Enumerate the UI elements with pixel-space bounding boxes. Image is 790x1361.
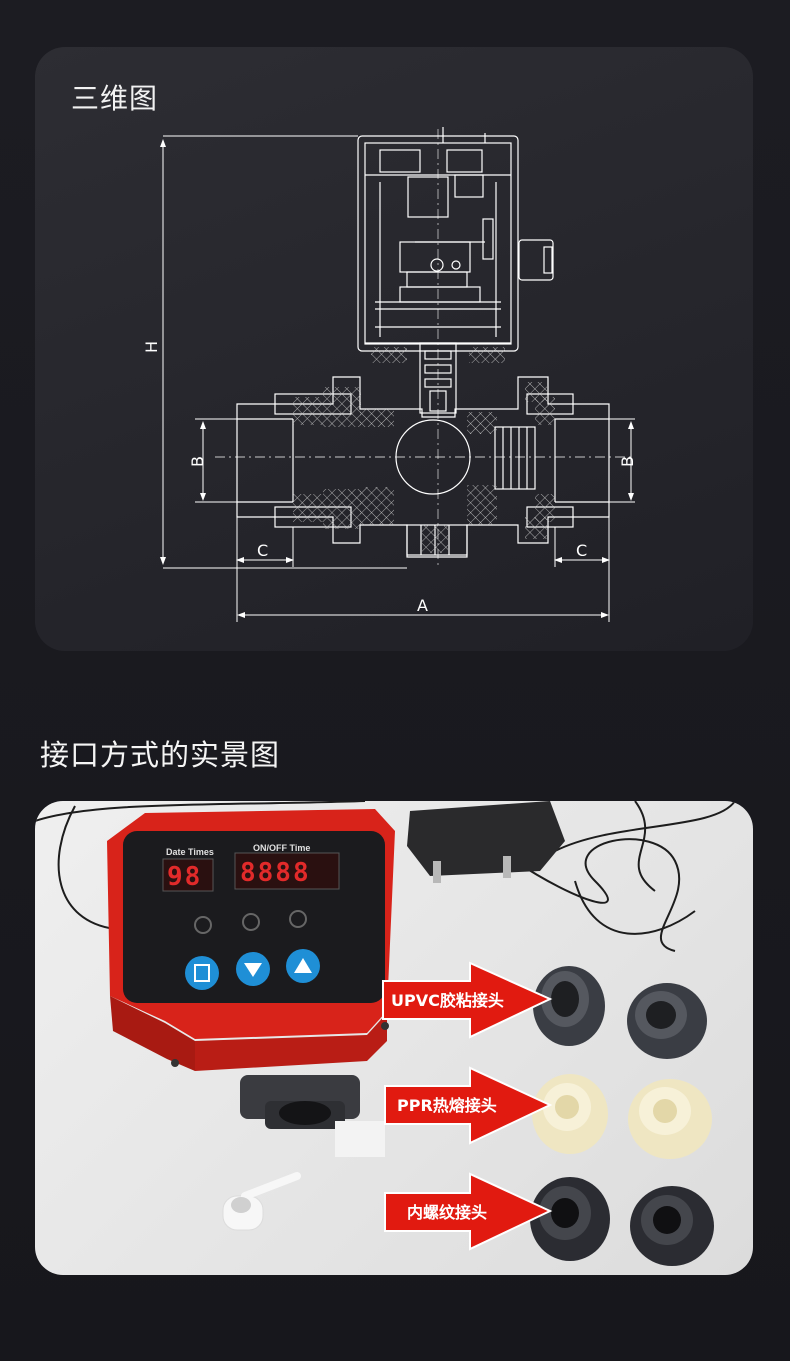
photo-section-title: 接口方式的实景图 xyxy=(40,738,281,772)
label-thread: 内螺纹接头 xyxy=(407,1203,487,1222)
indicator-light-1 xyxy=(194,916,212,934)
dim-label-c-right: C xyxy=(576,541,587,560)
product-photo-card: Date Times 98 ON/OFF Time 8888 xyxy=(35,801,753,1275)
dim-label-b-right: B xyxy=(618,456,637,467)
upvc-connector-1 xyxy=(533,966,605,1046)
date-times-label: Date Times xyxy=(166,847,214,857)
dim-label-b-left: B xyxy=(188,456,207,467)
drawing-card-title: 三维图 xyxy=(71,82,159,115)
dim-label-a: A xyxy=(417,596,428,615)
upvc-connector-2 xyxy=(627,983,707,1059)
date-lcd-value: 98 xyxy=(167,862,202,892)
down-button[interactable] xyxy=(236,952,270,986)
thread-connector-1 xyxy=(530,1177,610,1261)
mode-button[interactable] xyxy=(185,956,219,990)
label-upvc: UPVC胶粘接头 xyxy=(391,991,504,1010)
section-hatching xyxy=(293,347,555,553)
arrow-ppr: PPR热熔接头 xyxy=(384,1066,553,1145)
triangle-up-icon xyxy=(294,958,312,973)
ppr-connector-1 xyxy=(532,1074,608,1154)
onoff-time-label: ON/OFF Time xyxy=(253,843,310,853)
arrow-upvc: UPVC胶粘接头 xyxy=(382,961,553,1039)
valve-section-drawing: H B B C C A xyxy=(142,127,637,622)
indicator-light-3 xyxy=(289,910,307,928)
white-clip xyxy=(222,1172,301,1231)
indicator-light-2 xyxy=(242,913,260,931)
power-cables xyxy=(35,801,736,952)
dimension-lines xyxy=(160,135,635,622)
onoff-lcd xyxy=(234,852,340,890)
actuator-housing xyxy=(357,127,554,352)
ppr-connector-2 xyxy=(628,1079,712,1159)
triangle-down-icon xyxy=(244,963,262,977)
mode-icon xyxy=(194,964,210,982)
product-photo: Date Times 98 ON/OFF Time 8888 xyxy=(35,801,736,1266)
date-lcd xyxy=(162,858,214,892)
valve-union xyxy=(240,1075,385,1157)
drawing-card: 三维图 xyxy=(35,47,753,651)
onoff-lcd-value: 8888 xyxy=(240,858,311,888)
power-adapter xyxy=(407,801,565,883)
controller-housing xyxy=(107,809,395,1071)
up-button[interactable] xyxy=(286,949,320,983)
dim-label-h: H xyxy=(142,341,161,353)
arrow-thread: 内螺纹接头 xyxy=(384,1172,553,1251)
label-ppr: PPR热熔接头 xyxy=(397,1096,497,1115)
thread-connector-2 xyxy=(630,1186,714,1266)
dim-label-c-left: C xyxy=(257,541,268,560)
